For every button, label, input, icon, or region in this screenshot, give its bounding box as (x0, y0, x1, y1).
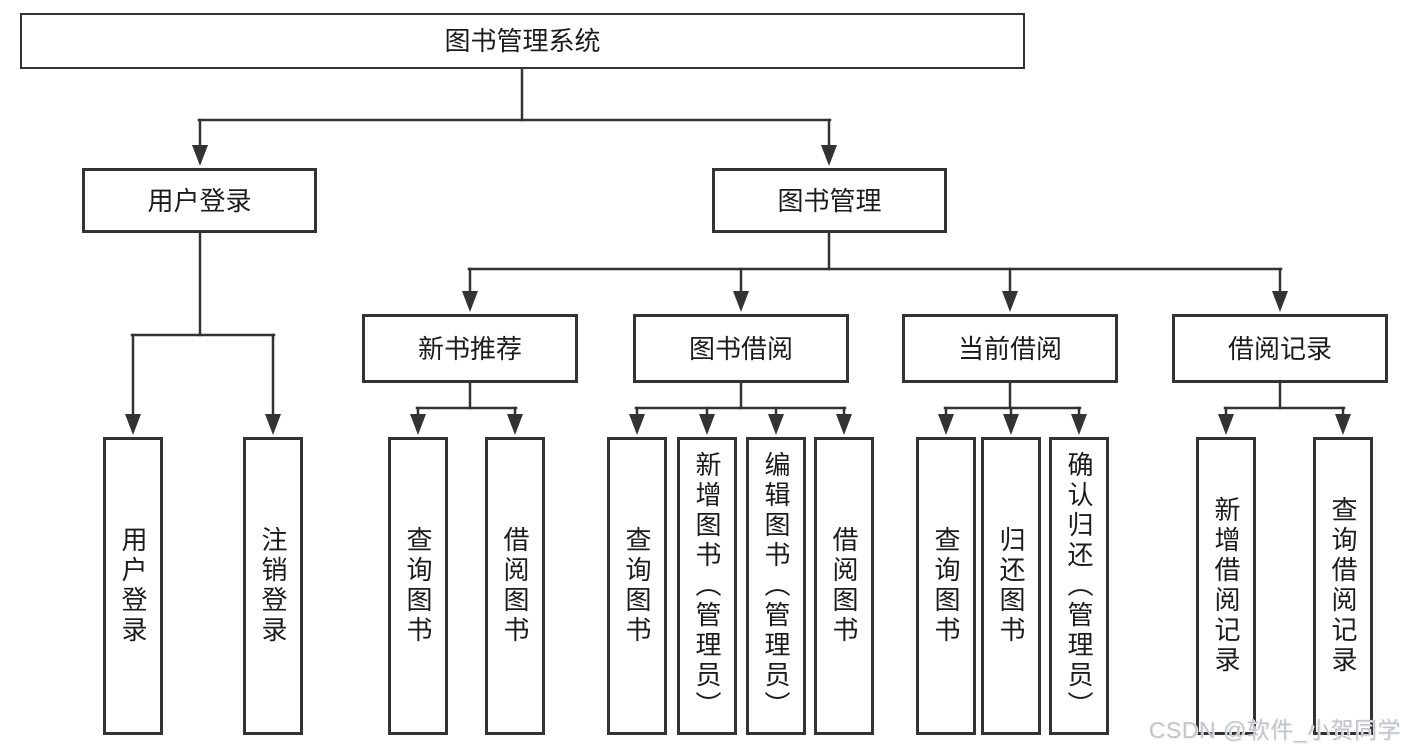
node-label: 图书借阅 (688, 333, 793, 364)
leaf-query-borrow-record: 查询借阅记录 (1313, 437, 1373, 735)
arrowhead (768, 414, 784, 435)
arrowhead (125, 414, 141, 435)
connector-book-borrow-to-leaves (629, 381, 852, 435)
arrowhead (699, 414, 715, 435)
arrowhead (629, 414, 645, 435)
arrowhead (1071, 414, 1087, 435)
leaf-add-book-admin: 新增图书（管理员） (677, 437, 737, 735)
leaf-borrow-books-recommend: 借阅图书 (485, 437, 545, 735)
node-label: 借阅图书 (500, 526, 530, 646)
node-label: 查询图书 (931, 526, 961, 646)
node-label: 编辑图书（管理员） (761, 451, 791, 721)
node-label: 查询借阅记录 (1328, 496, 1358, 676)
node-label: 查询图书 (403, 526, 433, 646)
connector-current-borrow-to-leaves (938, 381, 1087, 435)
arrowhead (507, 414, 523, 435)
leaf-return-book: 归还图书 (981, 437, 1041, 735)
node-label: 当前借阅 (957, 333, 1062, 364)
arrowhead (1003, 414, 1019, 435)
arrowhead (410, 414, 426, 435)
node-library-system: 图书管理系统 (20, 13, 1025, 69)
arrowhead (462, 291, 478, 312)
node-label: 借阅图书 (829, 526, 859, 646)
node-label: 新增借阅记录 (1211, 496, 1241, 676)
leaf-edit-book-admin: 编辑图书（管理员） (746, 437, 806, 735)
node-label: 用户登录 (147, 185, 252, 216)
arrowhead (265, 414, 281, 435)
node-book-management: 图书管理 (712, 168, 947, 233)
arrowhead (821, 145, 837, 166)
node-label: 新书推荐 (417, 333, 522, 364)
node-borrow-records: 借阅记录 (1172, 314, 1388, 383)
node-label: 图书管理 (777, 185, 882, 216)
node-label: 归还图书 (996, 526, 1026, 646)
leaf-query-books-recommend: 查询图书 (388, 437, 448, 735)
connector-root-to-level2 (192, 66, 837, 166)
node-label: 用户登录 (118, 526, 148, 646)
node-label: 图书管理系统 (444, 26, 601, 56)
arrowhead (733, 291, 749, 312)
node-new-book-recommend: 新书推荐 (362, 314, 578, 383)
leaf-add-borrow-record: 新增借阅记录 (1196, 437, 1256, 735)
connector-user-login-to-leaves (125, 230, 281, 435)
arrowhead (192, 145, 208, 166)
leaf-borrow-books: 借阅图书 (814, 437, 874, 735)
arrowhead (1272, 291, 1288, 312)
node-label: 注销登录 (258, 526, 288, 646)
node-label: 确认归还（管理员） (1064, 451, 1094, 721)
arrowhead (1218, 414, 1234, 435)
leaf-query-books-current: 查询图书 (916, 437, 976, 735)
node-label: 新增图书（管理员） (692, 451, 722, 721)
arrowhead (938, 414, 954, 435)
watermark-text: CSDN @软件_小贺同学 (1148, 717, 1401, 743)
node-book-borrow: 图书借阅 (633, 314, 849, 383)
connector-book-management-to-level3 (462, 230, 1288, 312)
leaf-query-books-borrow: 查询图书 (607, 437, 667, 735)
leaf-confirm-return-admin: 确认归还（管理员） (1049, 437, 1109, 735)
node-label: 借阅记录 (1227, 333, 1332, 364)
arrowhead (1335, 414, 1351, 435)
arrowhead (836, 414, 852, 435)
leaf-user-login: 用户登录 (103, 437, 163, 735)
node-user-login: 用户登录 (82, 168, 317, 233)
node-label: 查询图书 (622, 526, 652, 646)
connector-new-book-recommend-to-leaves (410, 381, 523, 435)
connector-borrow-records-to-leaves (1218, 381, 1351, 435)
leaf-logout: 注销登录 (243, 437, 303, 735)
node-current-borrow: 当前借阅 (902, 314, 1118, 383)
arrowhead (1002, 291, 1018, 312)
